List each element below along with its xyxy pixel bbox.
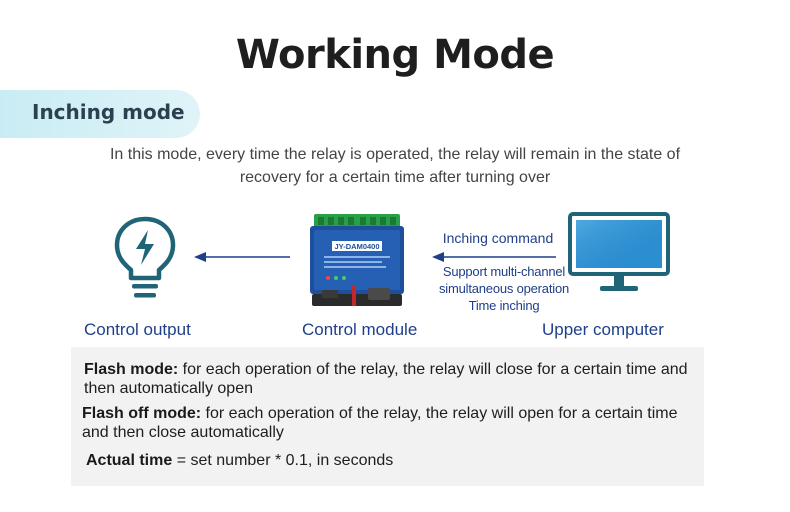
- support-line: simultaneous operation: [438, 281, 570, 296]
- relay-module-icon: JY-DAM0400: [310, 214, 404, 306]
- module-model-label: JY-DAM0400: [334, 242, 379, 251]
- support-line: Support multi-channel: [442, 264, 566, 279]
- caption-upper-computer: Upper computer: [542, 320, 664, 339]
- page-title: Working Mode: [235, 32, 555, 78]
- flash-mode-info: Flash mode: for each operation of the re…: [84, 360, 694, 398]
- actual-time-term: Actual time: [86, 452, 173, 469]
- flash-mode-term: Flash mode:: [84, 361, 179, 378]
- mode-tab: Inching mode: [0, 90, 200, 138]
- mode-description: In this mode, every time the relay is op…: [109, 146, 681, 186]
- support-line: Time inching: [468, 298, 540, 313]
- actual-time-text: = set number * 0.1, in seconds: [172, 452, 394, 469]
- command-arrow-icon: [432, 252, 556, 262]
- flash-off-mode-term: Flash off mode:: [82, 405, 202, 422]
- flash-mode-text: for each operation of the relay, the rel…: [84, 361, 688, 397]
- caption-control-module: Control module: [302, 320, 418, 339]
- lightbulb-bolt-icon: [114, 216, 176, 298]
- actual-time-info: Actual time = set number * 0.1, in secon…: [86, 451, 686, 470]
- caption-control-output: Control output: [84, 320, 191, 339]
- monitor-icon: [568, 212, 670, 291]
- info-box: [71, 347, 704, 486]
- inching-command-label: Inching command: [442, 230, 554, 246]
- flash-off-mode-text: for each operation of the relay, the rel…: [82, 405, 678, 441]
- arrow-left-icon: [194, 252, 290, 262]
- mode-tab-label: Inching mode: [32, 100, 185, 124]
- flash-off-mode-info: Flash off mode: for each operation of th…: [82, 404, 692, 442]
- support-text: Support multi-channel simultaneous opera…: [420, 263, 588, 314]
